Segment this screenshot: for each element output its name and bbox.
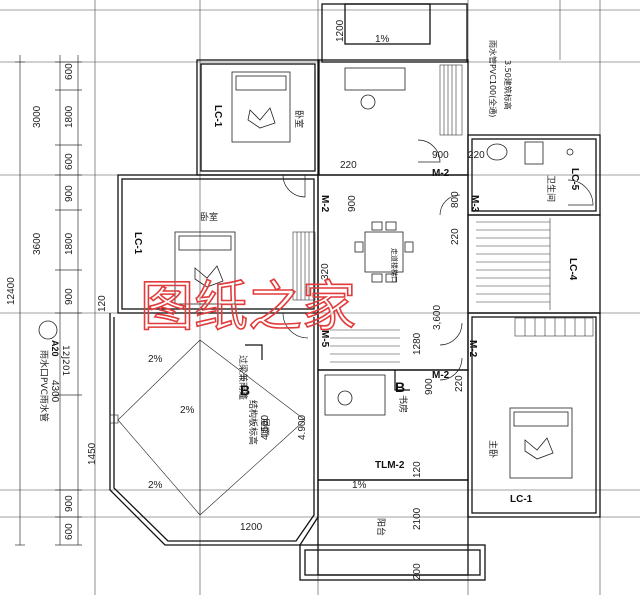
label-roof: 屋面 xyxy=(259,418,270,436)
section-b-markers xyxy=(245,344,410,391)
label-slope-3: 2% xyxy=(148,480,163,491)
dim-220-b: 220 xyxy=(468,150,485,161)
tag-b-2: B xyxy=(395,379,405,395)
label-corridor: 走道楼梯口 xyxy=(390,248,399,283)
bed-mid xyxy=(174,231,236,305)
note-12j201: 12J201 xyxy=(60,345,70,376)
label-bathroom: 卫生间 xyxy=(545,175,557,202)
bed-master xyxy=(509,407,573,479)
wardrobe-hatch xyxy=(292,64,594,337)
note-elev-top: 3.50建筑标高 xyxy=(503,60,513,110)
dim-3600-v: 3,600 xyxy=(432,305,443,330)
label-bedroom-top: 卧室 xyxy=(293,110,305,128)
label-slope-1: 2% xyxy=(148,354,163,365)
label-slope-4: 1% xyxy=(352,480,367,491)
dim-1280: 1280 xyxy=(412,332,423,355)
label-eave-1: 结构板标高 xyxy=(247,400,259,445)
dim-220-d: 220 xyxy=(454,375,465,392)
dim-1200-b: 1200 xyxy=(240,522,263,533)
walls xyxy=(109,3,601,581)
dim-900-a: 900 xyxy=(64,185,75,202)
desk-chair-study xyxy=(324,374,386,416)
note-rain-outlet: 雨水口PVC雨水管 xyxy=(38,350,50,422)
tag-lc1-bottom: LC-1 xyxy=(510,494,533,505)
label-bedroom-mid: 卧室 xyxy=(200,211,218,223)
tag-m2-a: M-2 xyxy=(432,168,450,179)
bed-top xyxy=(231,71,291,143)
tag-lc1-top: LC-1 xyxy=(212,105,223,128)
dim-900-m: 900 xyxy=(347,195,358,212)
dim-120: 120 xyxy=(97,295,108,312)
desk-chair-top xyxy=(344,67,406,110)
tag-m5: M-5 xyxy=(319,330,330,348)
dim-1200: 1200 xyxy=(335,19,346,42)
dim-1800-b: 1800 xyxy=(64,232,75,255)
tag-m2-d: M-2 xyxy=(432,370,450,381)
left-dimension-chain xyxy=(15,55,82,546)
label-lintel: 过梁兼雨篷 xyxy=(237,355,249,400)
tag-a20: A20 xyxy=(50,340,60,357)
note-4300: 4300 xyxy=(49,380,60,403)
door-swings xyxy=(282,139,594,381)
dim-4900: 4.900 xyxy=(297,415,308,440)
dim-900-b: 900 xyxy=(64,288,75,305)
dim-3000: 3000 xyxy=(32,105,43,128)
dim-600-a: 600 xyxy=(64,63,75,80)
label-study: 书房 xyxy=(397,395,409,413)
dim-600-b: 600 xyxy=(64,153,75,170)
dim-220-a: 220 xyxy=(340,160,357,171)
label-slope-5: 1% xyxy=(375,34,390,45)
tag-tlm2: TLM-2 xyxy=(375,460,405,471)
stair-treads xyxy=(330,218,551,363)
dim-900-c: 900 xyxy=(64,495,75,512)
tag-lc1-mid: LC-1 xyxy=(132,232,143,255)
label-balcony-bottom: 阳台 xyxy=(375,518,387,536)
dim-1800-a: 1800 xyxy=(64,105,75,128)
note-pipe-top: 雨水管PVC100(全通) xyxy=(488,40,498,117)
section-marker-icon xyxy=(38,320,58,340)
dim-120-a: 120 xyxy=(412,461,423,478)
dim-3600: 3600 xyxy=(32,232,43,255)
tag-m2-b: M-2 xyxy=(319,195,330,213)
dim-320: 320 xyxy=(320,263,331,280)
dim-220-c: 220 xyxy=(450,228,461,245)
dining-table xyxy=(354,221,414,283)
watermark: 图纸之家 xyxy=(140,275,356,338)
tag-b-1: B xyxy=(240,382,250,398)
dim-600-c: 600 xyxy=(64,523,75,540)
tag-lc5: LC-5 xyxy=(569,168,580,191)
dim-4500: 4.500 xyxy=(260,415,271,440)
dim-800: 800 xyxy=(450,191,461,208)
dim-900-p: 900 xyxy=(424,378,435,395)
toilet-fixtures xyxy=(486,141,574,165)
tag-m3: M-3 xyxy=(469,195,480,213)
label-slope-2: 2% xyxy=(180,405,195,416)
dim-900-top: 900 xyxy=(432,150,449,161)
tag-m2-c: M-2 xyxy=(467,340,478,358)
label-master: 主卧 xyxy=(487,440,499,458)
dim-1450: 1450 xyxy=(87,442,98,465)
dim-2100: 2100 xyxy=(412,507,423,530)
roof-slope-lines xyxy=(109,339,306,516)
dim-12400: 12400 xyxy=(6,277,17,305)
dim-200: 200 xyxy=(412,563,423,580)
tag-lc4: LC-4 xyxy=(567,258,578,281)
